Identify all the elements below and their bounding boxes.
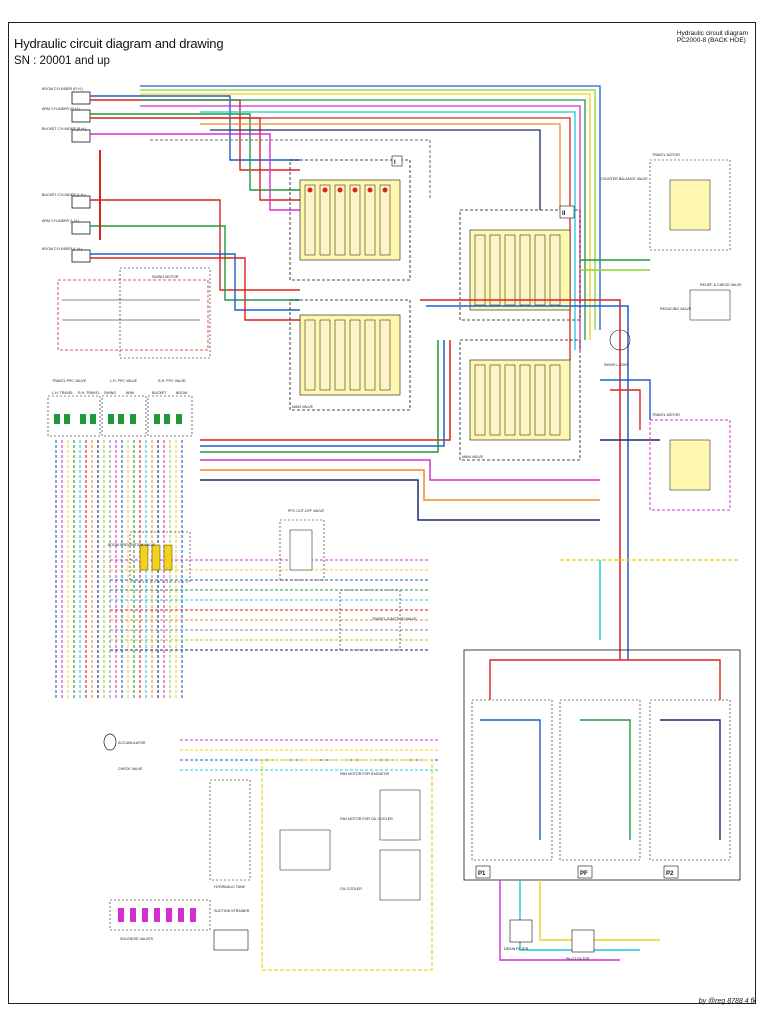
label-bucket: BUCKET bbox=[152, 391, 167, 395]
cylinder-boom-lh bbox=[71, 249, 91, 263]
label-cyl-bucket-r: BUCKET CYLINDER (R.H.) bbox=[42, 127, 86, 131]
line-arm-rh-red bbox=[90, 117, 300, 201]
cylinder-group bbox=[71, 91, 91, 263]
travel-junction-valve: TRAVEL JUNCTION VALVE bbox=[339, 589, 417, 651]
label-drain-filter: DRAIN FILTER bbox=[504, 947, 529, 951]
label-check-valve: CHECK VALVE bbox=[118, 767, 143, 771]
line-boom-rh-blue bbox=[90, 95, 300, 161]
cylinder-lines bbox=[90, 95, 300, 321]
label-solenoid-valves: SOLENOID VALVES bbox=[120, 937, 154, 941]
main-valve-ii: MAIN VALVE bbox=[289, 299, 411, 411]
tag-ii: II bbox=[562, 211, 566, 217]
ppc-cutoff-valve: PPC CUT-OFF VALVE bbox=[279, 509, 325, 581]
right-travel-motors: TRAVEL MOTOR COUNTER BALANCE VALVE TRAVE… bbox=[560, 153, 742, 640]
line-arm-lh-green bbox=[90, 225, 300, 301]
label-boom-prevention: BOOM PREVENTION VALVE bbox=[108, 543, 156, 547]
label-cyl-bucket-l: BUCKET CYLINDER (L.H.) bbox=[42, 193, 86, 197]
label-counter-balance: COUNTER BALANCE VALVE bbox=[600, 177, 648, 181]
label-travel-motor-lh: TRAVEL MOTOR bbox=[652, 413, 680, 417]
left-pilot-bundle bbox=[55, 440, 183, 700]
page-title: Hydraulic circuit diagram and drawing bbox=[14, 36, 224, 51]
serial-number: SN : 20001 and up bbox=[14, 55, 110, 67]
pump-pf-label: PF bbox=[580, 871, 588, 877]
fan-motor-area: FAN MOTOR FOR RADIATOR FAN MOTOR FOR OIL… bbox=[261, 759, 433, 971]
drawing-title: Hydraulic circuit diagram bbox=[676, 30, 748, 37]
tag-i: I bbox=[394, 160, 396, 166]
label-main-valve-left: MAIN VALVE bbox=[292, 405, 314, 409]
label-fan-motor-cooler: FAN MOTOR FOR OIL COOLER bbox=[340, 817, 393, 821]
main-valve-right: II MAIN VALVE bbox=[459, 205, 581, 461]
label-oil-cooler: OIL COOLER bbox=[340, 887, 362, 891]
label-rh-travel: R.H. TRAVEL bbox=[78, 391, 100, 395]
line-boom-lh-red bbox=[90, 257, 300, 321]
ppc-valves: TRAVEL PPC VALVE L.H. PPC VALVE R.H. PPC… bbox=[47, 379, 193, 437]
signature-text: by @reg 8788 4 fk bbox=[698, 998, 756, 1005]
label-reducing-valve: REDUCING VALVE bbox=[660, 307, 692, 311]
label-travel-motor-rh: TRAVEL MOTOR bbox=[652, 153, 680, 157]
label-arm: ARM bbox=[126, 391, 134, 395]
label-suction-strainer: SUCTION STRAINER bbox=[214, 909, 250, 913]
label-accumulator: ACCUMULATOR bbox=[118, 741, 146, 745]
label-main-valve-right: MAIN VALVE bbox=[462, 455, 484, 459]
label-boom: BOOM bbox=[176, 391, 187, 395]
title-block: Hydraulic circuit diagram and drawing SN… bbox=[14, 36, 224, 67]
label-cyl-arm-r: ARM CYLINDER (R.H.) bbox=[42, 107, 80, 111]
label-cyl-boom-r: BOOM CYLINDER (R.H.) bbox=[42, 87, 83, 91]
pump-group: P1 PF P2 bbox=[463, 649, 741, 961]
label-travel-junction: TRAVEL JUNCTION VALVE bbox=[372, 617, 417, 621]
line-bucket-rh-magenta bbox=[90, 133, 300, 211]
line-bucket-lh-red bbox=[90, 199, 300, 291]
label-lh-travel: L.H. TRAVEL bbox=[52, 391, 73, 395]
cylinder-bucket-rh bbox=[71, 129, 91, 143]
model-name: PC2000-8 (BACK HOE) bbox=[676, 37, 746, 44]
label-relief-valve: RELIEF & CHECK VALVE bbox=[700, 283, 742, 287]
pump-p2-label: P2 bbox=[666, 871, 674, 877]
filters: DRAIN FILTER PILOT FILTER bbox=[504, 919, 595, 961]
label-swing-motor: SWING MOTOR bbox=[152, 275, 179, 279]
cylinder-arm-lh bbox=[71, 221, 91, 235]
accumulator: ACCUMULATOR CHECK VALVE bbox=[103, 733, 146, 771]
center-main-lines bbox=[200, 299, 660, 660]
label-cyl-boom-l: BOOM CYLINDER (L.H.) bbox=[42, 247, 82, 251]
cylinder-arm-rh bbox=[71, 109, 91, 123]
cylinder-boom-rh bbox=[71, 91, 91, 105]
solenoid-valve-bank: SOLENOID VALVES bbox=[109, 899, 211, 941]
label-rh-ppc: R.H. PPC VALVE bbox=[158, 379, 186, 383]
label-hydraulic-tank: HYDRAULIC TANK bbox=[214, 885, 246, 889]
line-boom-lh-blue bbox=[90, 253, 300, 311]
label-pilot-filter: PILOT FILTER bbox=[566, 957, 590, 961]
main-valve-i: I bbox=[289, 155, 411, 281]
pump-p1-label: P1 bbox=[478, 871, 486, 877]
boom-prevention-valve: BOOM PREVENTION VALVE bbox=[108, 531, 191, 583]
travel-motor-left-unit: SWING MOTOR bbox=[57, 267, 211, 359]
cylinder-bucket-lh bbox=[71, 195, 91, 209]
top-bundle bbox=[140, 85, 601, 360]
label-swing: SWING bbox=[104, 391, 116, 395]
center-pilot-lines bbox=[110, 559, 440, 771]
label-swivel-joint: SWIVEL JOINT bbox=[604, 363, 630, 367]
label-lh-ppc: L.H. PPC VALVE bbox=[110, 379, 138, 383]
label-travel-ppc: TRAVEL PPC VALVE bbox=[52, 379, 87, 383]
label-cyl-arm-l: ARM CYLINDER (L.H.) bbox=[42, 219, 79, 223]
drawing-meta: Hydraulic circuit diagram PC2000-8 (BACK… bbox=[677, 30, 748, 44]
label-ppc-cutoff: PPC CUT-OFF VALVE bbox=[288, 509, 325, 513]
label-fan-motor-radiator: FAN MOTOR FOR RADIATOR bbox=[340, 772, 390, 776]
line-arm-rh-green bbox=[90, 113, 300, 191]
hydraulic-tank: HYDRAULIC TANK SUCTION STRAINER bbox=[209, 779, 251, 951]
